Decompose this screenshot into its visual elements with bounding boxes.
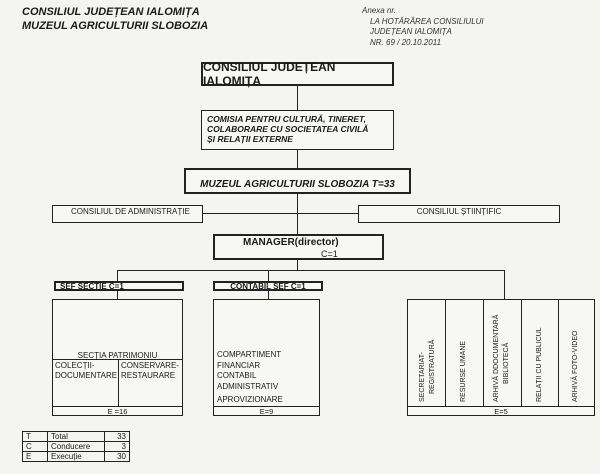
collections-line-2: DOCUMENTARE xyxy=(55,371,118,380)
legend-label: Conducere xyxy=(47,441,105,452)
annex-line-2: LA HOTĂRÂREA CONSILIULUI xyxy=(370,16,484,26)
legend-value: 33 xyxy=(104,431,130,442)
accounting-line-4: ADMINISTRATIV xyxy=(217,381,279,391)
scientific-council-box: CONSILIUL ȘTIINȚIFIC xyxy=(358,205,560,223)
annex-line-3: JUDEȚEAN IALOMIȚA xyxy=(370,27,452,36)
section-head-box: ȘEF SECȚIE C=1 xyxy=(54,281,184,291)
services-footer: E=5 xyxy=(494,407,508,416)
collections-line-1: COLECȚII- xyxy=(55,361,95,370)
connector-line xyxy=(203,213,358,214)
museum-box: MUZEUL AGRICULTURII SLOBOZIA T=33 xyxy=(184,168,411,194)
patrimony-section-box: SECȚIA PATRIMONIU COLECȚII- DOCUMENTARE … xyxy=(52,299,183,416)
accounting-line-2: FINANCIAR xyxy=(217,360,261,370)
accounting-box: COMPARTIMENT FINANCIAR CONTABIL ADMINIST… xyxy=(213,299,320,416)
legend-code: T xyxy=(22,431,48,442)
connector-line xyxy=(297,194,298,234)
legend-code: E xyxy=(22,451,48,462)
legend-table: T Total 33 C Conducere 3 E Execuție 30 xyxy=(22,431,130,462)
accounting-lines: COMPARTIMENT FINANCIAR CONTABIL ADMINIST… xyxy=(217,350,283,406)
service-secretariat: SECRETARIAT- REGISTRATURĂ xyxy=(418,340,438,402)
patrimony-title: SECȚIA PATRIMONIU xyxy=(77,351,158,360)
services-box: SECRETARIAT- REGISTRATURĂ RESURSE UMANE … xyxy=(407,299,595,416)
connector-line xyxy=(297,260,298,270)
service-photo-video: ARHIVĂ FOTO-VIDEO xyxy=(572,330,579,402)
connector-line xyxy=(504,270,505,299)
accounting-line-5: APROVIZIONARE xyxy=(217,395,283,404)
divider xyxy=(445,300,446,406)
conservation-line-1: CONSERVARE- xyxy=(121,361,179,370)
commission-box: Comisia pentru cultură, tineret, colabor… xyxy=(201,110,394,150)
service-archive-docs: ARHIVĂ DDOCUMENTARĂ BIBLIOTECĂ xyxy=(492,315,512,402)
connector-line xyxy=(268,270,269,281)
conservation-label: CONSERVARE- RESTAURARE xyxy=(121,361,179,381)
manager-box: MANAGER(director) C=1 xyxy=(213,234,384,260)
service-hr: RESURSE UMANE xyxy=(460,340,467,402)
commission-line-1: Comisia pentru cultură, tineret, xyxy=(207,114,366,124)
service-archive-line-1: ARHIVĂ DDOCUMENTARĂ xyxy=(493,314,500,402)
chief-accountant-box: CONTABIL ȘEF C=1 xyxy=(213,281,323,291)
county-council-box: CONSILIUL JUDEȚEAN IALOMIȚA xyxy=(201,60,394,88)
accounting-footer: E=9 xyxy=(259,407,274,416)
divider xyxy=(408,406,594,407)
legend-value: 30 xyxy=(104,451,130,462)
legend-row: C Conducere 3 xyxy=(22,441,130,452)
patrimony-footer: E =16 xyxy=(107,407,128,416)
annex-line-4: NR. 69 / 20.10.2011 xyxy=(370,37,442,47)
legend-row: E Execuție 30 xyxy=(22,451,130,462)
admin-council-box: CONSILIUL DE ADMINISTRAȚIE xyxy=(52,205,203,223)
commission-line-3: și relații externe xyxy=(207,134,293,144)
annex-block: Anexa nr. LA HOTĂRÂREA CONSILIULUI JUDEȚ… xyxy=(362,6,484,48)
header-museum: MUZEUL AGRICULTURII SLOBOZIA xyxy=(22,20,209,32)
section-head-title: ȘEF SECȚIE C=1 xyxy=(60,282,124,291)
service-secretariat-line-2: REGISTRATURĂ xyxy=(429,339,436,394)
connector-line xyxy=(297,150,298,168)
service-public-relations: RELAȚII CU PUBLICUL xyxy=(536,327,543,402)
connector-line xyxy=(297,84,298,110)
accounting-line-1: COMPARTIMENT xyxy=(217,350,282,359)
manager-title: MANAGER(director) xyxy=(243,237,339,248)
service-secretariat-line-1: SECRETARIAT- xyxy=(419,352,426,402)
manager-count: C=1 xyxy=(321,249,338,259)
service-library-line: BIBLIOTECĂ xyxy=(503,342,510,384)
accounting-line-3: CONTABIL xyxy=(217,371,257,380)
connector-line xyxy=(117,270,504,271)
legend-value: 3 xyxy=(104,441,130,452)
divider xyxy=(53,406,182,407)
connector-line xyxy=(117,270,118,281)
legend-label: Execuție xyxy=(47,451,105,462)
legend-row: T Total 33 xyxy=(22,431,130,442)
conservation-line-2: RESTAURARE xyxy=(121,371,176,380)
divider xyxy=(521,300,522,406)
legend-label: Total xyxy=(47,431,105,442)
commission-line-2: colaborare cu societatea civilă xyxy=(207,124,369,134)
legend-code: C xyxy=(22,441,48,452)
divider xyxy=(214,406,319,407)
annex-line-1: Anexa nr. xyxy=(362,6,396,15)
divider xyxy=(53,359,182,360)
connector-line xyxy=(268,290,269,299)
connector-line xyxy=(117,290,118,299)
header-institution: CONSILIUL JUDEȚEAN IALOMIȚA xyxy=(22,6,200,18)
divider xyxy=(483,300,484,406)
divider xyxy=(118,359,119,406)
divider xyxy=(558,300,559,406)
collections-label: COLECȚII- DOCUMENTARE xyxy=(55,361,117,381)
